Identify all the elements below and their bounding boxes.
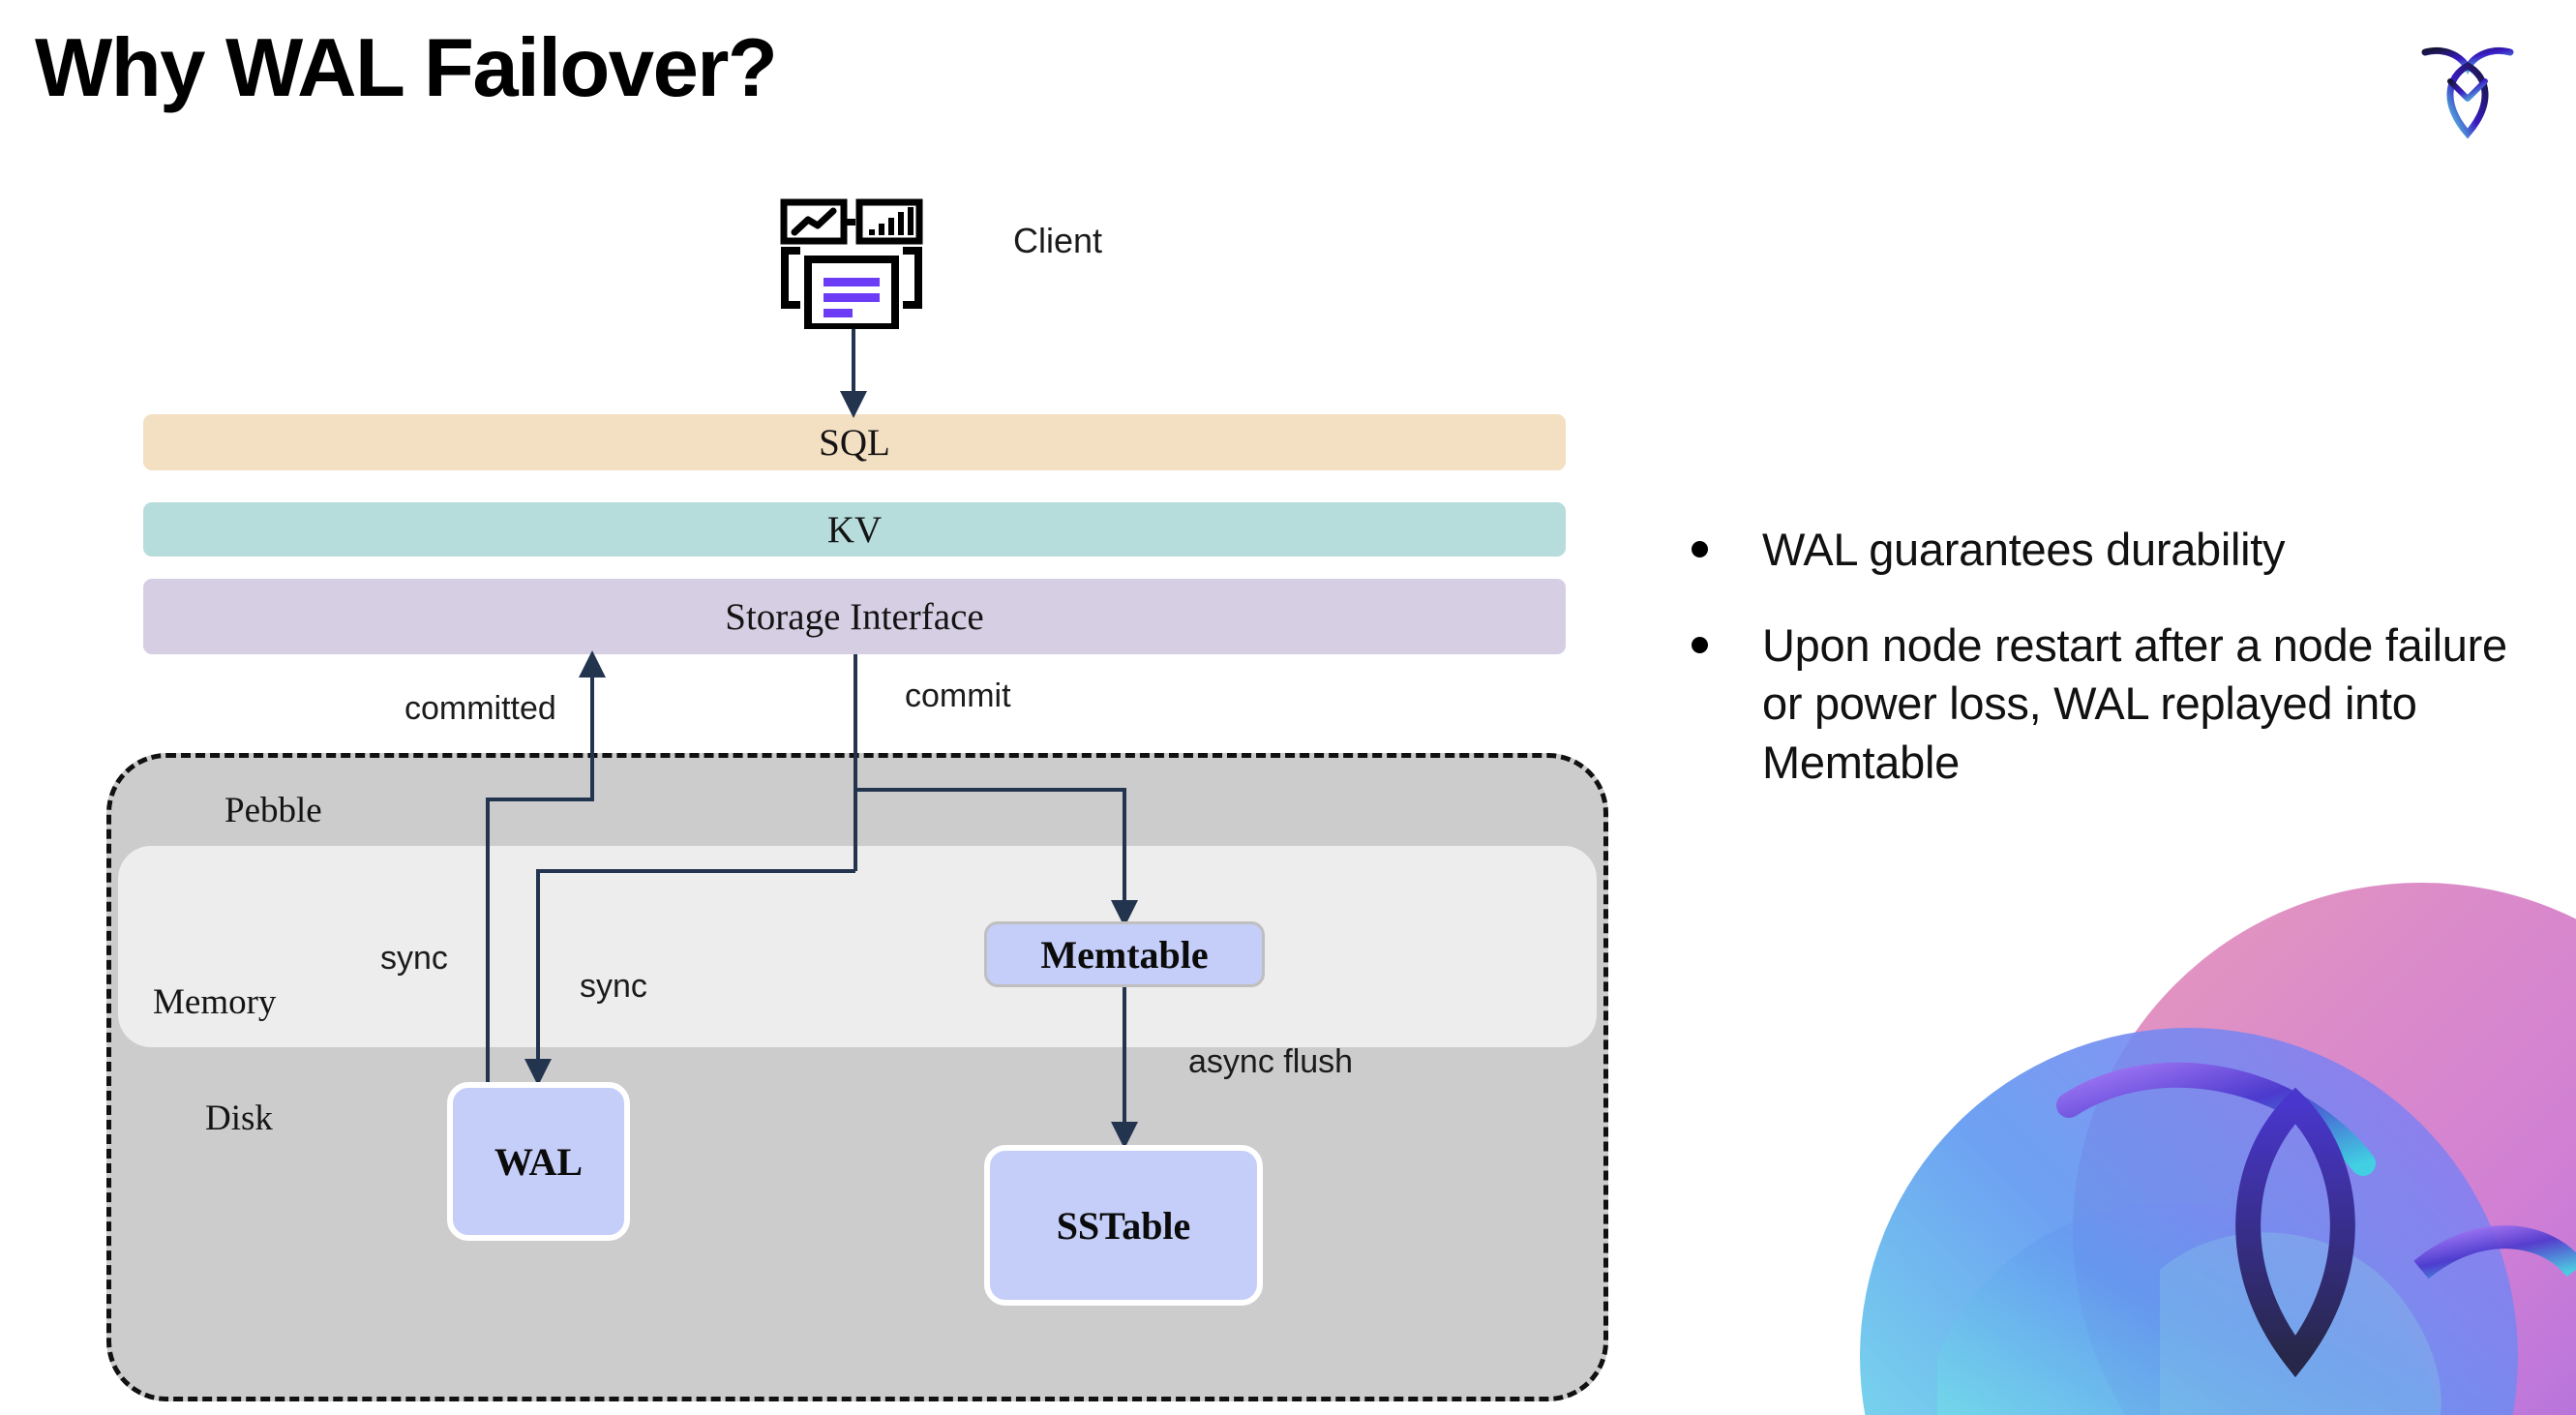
- bullet-text: WAL guarantees durability: [1762, 524, 2286, 575]
- entity-sstable-label: SSTable: [1056, 1203, 1191, 1248]
- entity-memtable: Memtable: [984, 921, 1265, 987]
- list-item: Upon node restart after a node failure o…: [1692, 617, 2524, 793]
- layer-sql: SQL: [143, 414, 1566, 470]
- edge-label-async-flush: async flush: [1188, 1043, 1354, 1080]
- bullet-dot-icon: [1692, 636, 1708, 653]
- cockroachdb-logo-icon: [2421, 46, 2514, 139]
- entity-sstable: SSTable: [984, 1145, 1263, 1306]
- bullet-list: WAL guarantees durability Upon node rest…: [1692, 521, 2524, 829]
- layer-kv: KV: [143, 502, 1566, 557]
- page-title: Why WAL Failover?: [35, 22, 778, 114]
- layer-kv-label: KV: [826, 508, 883, 551]
- edge-label-commit: commit: [905, 677, 1011, 714]
- bullet-text: Upon node restart after a node failure o…: [1762, 618, 2507, 788]
- edge-label-sync-1: sync: [380, 940, 448, 977]
- memory-label: Memory: [153, 982, 277, 1022]
- disk-label: Disk: [205, 1099, 273, 1138]
- layer-storage-interface-label: Storage Interface: [725, 595, 984, 638]
- entity-memtable-label: Memtable: [1040, 932, 1209, 977]
- layer-storage-interface: Storage Interface: [143, 579, 1566, 654]
- bullet-dot-icon: [1692, 541, 1708, 557]
- edge-label-sync-2: sync: [580, 968, 647, 1005]
- architecture-diagram: Client SQL KV Storage Interface Pebble M…: [106, 198, 1608, 1401]
- client-terminal-icon: [780, 198, 923, 329]
- entity-wal-label: WAL: [494, 1139, 584, 1184]
- client-label: Client: [1013, 221, 1103, 260]
- edge-label-committed: committed: [404, 690, 556, 727]
- list-item: WAL guarantees durability: [1692, 521, 2524, 580]
- pebble-label: Pebble: [225, 791, 322, 830]
- decorative-brand-graphic: [1860, 883, 2576, 1415]
- memory-zone: [118, 846, 1597, 1047]
- layer-sql-label: SQL: [819, 421, 890, 464]
- entity-wal: WAL: [447, 1082, 630, 1241]
